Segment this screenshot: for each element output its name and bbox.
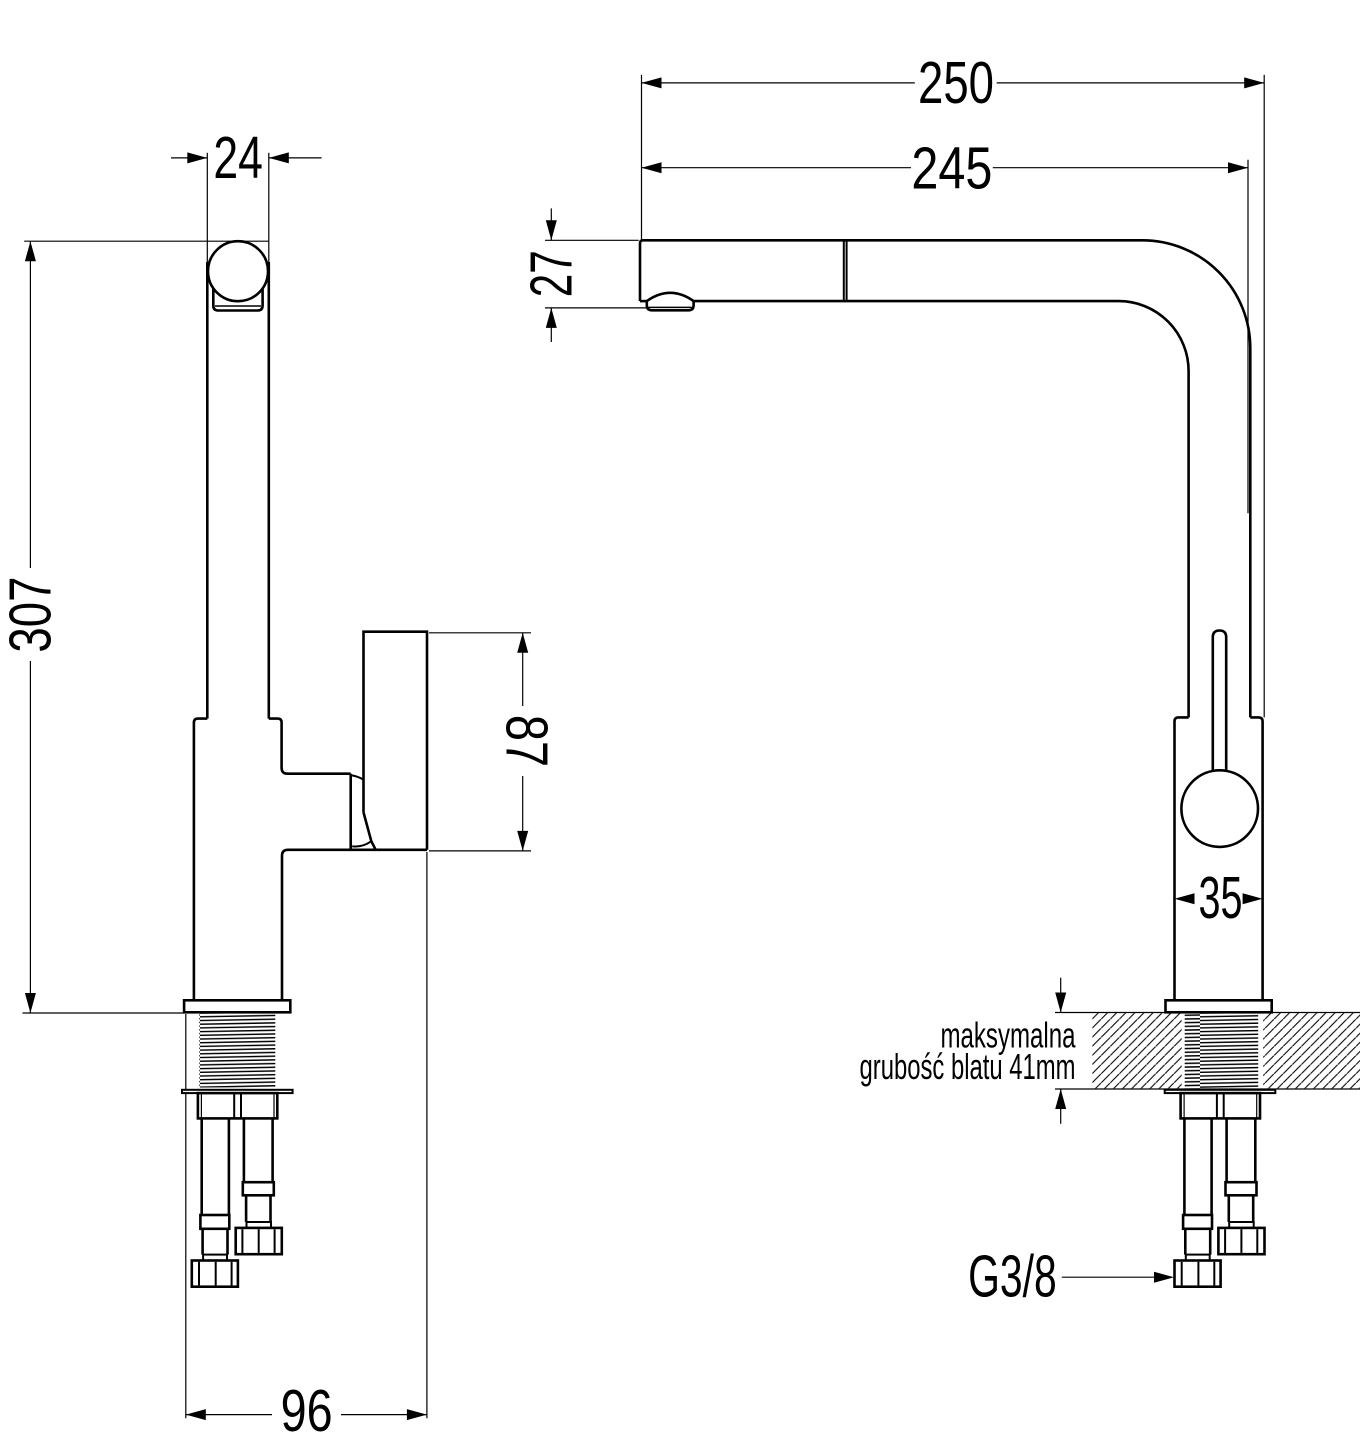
thread-size-label: G3/8 (968, 1243, 1057, 1310)
dim-total-height: 307 (0, 240, 269, 1014)
dim-spout-reach-total: 250 (640, 49, 1265, 718)
dim-base-depth: 96 (185, 852, 428, 1436)
body-front-right (1250, 716, 1264, 1001)
spout-front (638, 239, 1252, 718)
dimension-annotations: 24 307 87 (0, 49, 1265, 1436)
label-connection-thread: G3/8 (968, 1243, 1174, 1310)
aerator-band (645, 301, 695, 312)
dim-spout-end-height: 27 (517, 208, 647, 342)
dim-label-250: 250 (918, 49, 994, 116)
dim-spout-reach: 245 (641, 135, 1249, 514)
countertop-note-line2: grubość blatu 41mm (860, 1046, 1076, 1087)
supply-hose-long-side (190, 1118, 240, 1289)
dim-label-96: 96 (281, 1377, 333, 1436)
faucet-front-view (638, 239, 1277, 1289)
dim-body-width: 35 (1174, 864, 1263, 931)
body-left-outline (192, 717, 208, 1001)
dim-label-87: 87 (494, 715, 561, 767)
base-plate-front (1164, 998, 1273, 1014)
aerator-dome (646, 291, 695, 303)
countertop-hatch-left (1092, 1013, 1182, 1089)
fitting-block-front (1179, 1091, 1262, 1120)
body-right-outline (268, 717, 351, 775)
spout-bottom-outline (693, 299, 1190, 718)
shank-threads-front (1184, 1013, 1259, 1089)
dim-spout-pipe-width: 24 (171, 124, 322, 265)
spout-top-outline (638, 239, 1252, 718)
faucet-side-view (181, 239, 429, 1289)
dim-label-307: 307 (0, 577, 64, 653)
supply-hose-long-front (1173, 1118, 1222, 1289)
shank-threads (199, 1013, 276, 1088)
handle-ball-joint (1180, 768, 1260, 849)
countertop-hatch-right (1263, 1013, 1360, 1089)
dim-countertop-thickness: maksymalna grubość blatu 41mm (860, 977, 1076, 1124)
supply-hose-short-side (234, 1118, 284, 1256)
spout-outlet-circle (206, 239, 270, 303)
dim-label-35: 35 (1199, 864, 1243, 931)
body-bottom-outline (280, 848, 427, 1001)
countertop-note-line1: maksymalna (941, 1015, 1076, 1056)
supply-hose-short-front (1217, 1118, 1266, 1256)
dim-handle-length: 87 (429, 632, 561, 852)
body-front-left (1173, 716, 1189, 1001)
base-plate-side (182, 998, 292, 1014)
handle-side (351, 630, 429, 851)
dim-label-24: 24 (213, 124, 263, 191)
handle-lever-rod (1211, 629, 1228, 795)
fitting-block-side (196, 1091, 279, 1120)
dim-label-27: 27 (517, 250, 584, 297)
dim-label-245: 245 (911, 135, 992, 202)
